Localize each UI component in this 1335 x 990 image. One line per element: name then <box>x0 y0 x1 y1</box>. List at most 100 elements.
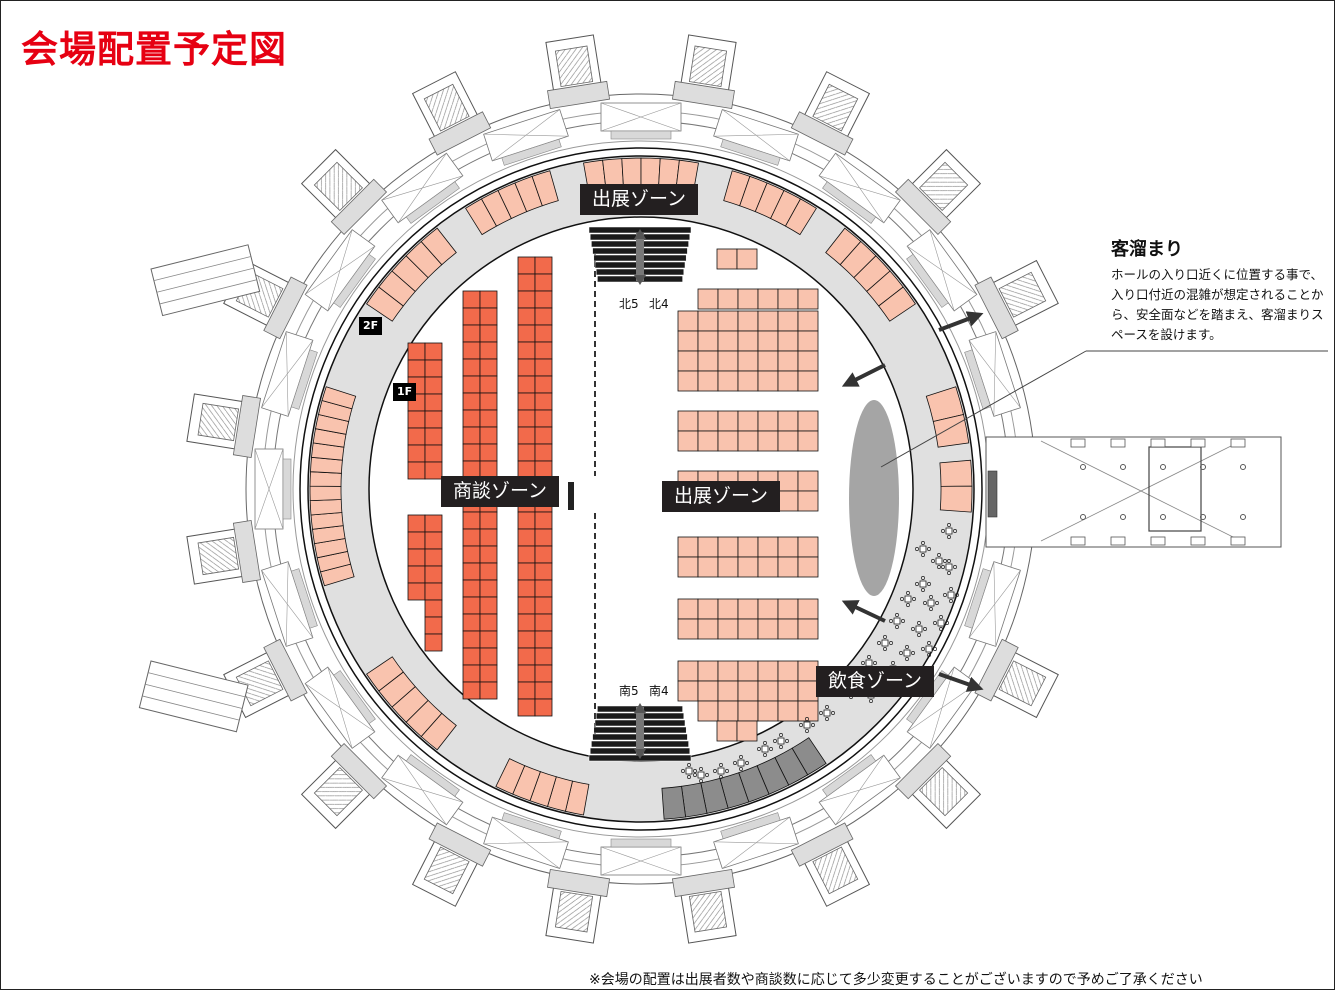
meeting-table <box>534 528 553 547</box>
exhibit-booth <box>737 618 759 640</box>
food-chair <box>757 747 761 751</box>
exhibit-booth <box>737 660 759 682</box>
food-chair <box>877 641 881 645</box>
exhibit-booth <box>777 680 799 702</box>
corridor-room-cross <box>906 667 978 749</box>
corridor-room-cross <box>906 229 978 311</box>
annex-window <box>1230 438 1246 448</box>
exhibit-booth <box>797 556 819 578</box>
meeting-table <box>407 514 426 533</box>
corridor-room <box>713 109 799 166</box>
zone-label-food: 飲食ゾーン <box>816 666 935 697</box>
east-annex-cross <box>1040 440 1242 542</box>
meeting-table <box>424 565 443 584</box>
food-table <box>947 591 955 599</box>
meeting-table <box>462 630 481 649</box>
exhibit-booth <box>716 248 738 270</box>
meeting-table <box>517 443 536 462</box>
corridor-room-slab <box>501 812 562 840</box>
meeting-table <box>462 392 481 411</box>
corridor-room <box>381 152 464 224</box>
exhibit-booth <box>737 288 759 310</box>
food-chair <box>681 769 685 773</box>
corridor-room <box>964 561 1021 647</box>
meeting-table <box>534 443 553 462</box>
exhibit-booth <box>757 618 779 640</box>
meeting-table <box>424 548 443 567</box>
stair-landing <box>790 822 854 867</box>
food-table-icon <box>819 705 835 721</box>
exhibit-booth <box>716 720 738 742</box>
food-chair <box>733 761 737 765</box>
exhibit-booth <box>737 330 759 352</box>
exhibit-booth <box>777 350 799 372</box>
corridor-room <box>818 152 901 224</box>
exhibit-booth <box>797 536 819 558</box>
food-chair <box>915 582 919 586</box>
meeting-table <box>407 427 426 446</box>
annex-window <box>1070 536 1086 546</box>
gate-label-south-4: 南4 <box>649 684 669 698</box>
stair-flight <box>688 45 728 88</box>
exhibit-booth <box>366 656 404 692</box>
stair-landing <box>974 276 1019 340</box>
exhibit-booth <box>737 430 759 452</box>
stair-landing <box>790 111 854 156</box>
food-chair <box>947 523 951 527</box>
exhibit-booth <box>797 410 819 432</box>
stair-landing <box>974 638 1019 702</box>
stair-flight <box>688 890 728 933</box>
stair-flight <box>812 83 859 132</box>
corridor-room-slab <box>610 838 672 848</box>
exhibit-booth <box>757 700 779 722</box>
annex-column <box>1160 514 1166 520</box>
annex-column <box>1080 464 1086 470</box>
food-chair <box>819 711 823 715</box>
corridor-room-slab <box>906 253 949 308</box>
exhibit-booth <box>495 758 526 795</box>
corridor-room-cross <box>968 331 1021 417</box>
corridor-room <box>304 666 376 749</box>
exhibit-booth <box>797 350 819 372</box>
meeting-table <box>517 664 536 683</box>
food-chair <box>947 559 951 563</box>
exhibit-booth <box>697 700 719 722</box>
meeting-table <box>479 545 498 564</box>
corridor-room-cross <box>713 816 799 869</box>
food-chair <box>889 619 893 623</box>
food-chair <box>831 711 835 715</box>
corridor-room-cross <box>600 846 682 876</box>
food-chair <box>906 603 910 607</box>
meeting-table <box>424 616 443 635</box>
food-chair <box>799 723 803 727</box>
corridor-room-slab <box>964 349 992 410</box>
corridor-room <box>600 838 682 876</box>
exhibit-booth <box>777 598 799 620</box>
exhibit-booth <box>697 410 719 432</box>
gate-label-north-4: 北4 <box>649 297 669 311</box>
food-chair <box>911 651 915 655</box>
meeting-table <box>424 376 443 395</box>
annex-window <box>1150 536 1166 546</box>
gate-label-south-5: 南5 <box>619 684 639 698</box>
corridor-room-cross <box>381 152 463 224</box>
meeting-table <box>479 290 498 309</box>
food-chair <box>900 597 904 601</box>
exhibit-booth <box>777 470 799 492</box>
meeting-table <box>517 613 536 632</box>
stair-tower <box>186 519 261 585</box>
exhibit-booth <box>677 350 699 372</box>
corridor-room-cross <box>304 229 376 311</box>
exhibit-booth <box>737 310 759 332</box>
meeting-table <box>517 562 536 581</box>
stair-landing <box>330 742 388 800</box>
exhibit-booth <box>797 470 819 492</box>
flow-arrow-icon <box>841 600 886 623</box>
exhibit-booth <box>677 370 699 392</box>
meeting-table <box>462 375 481 394</box>
food-table <box>881 639 889 647</box>
meeting-table <box>534 341 553 360</box>
exhibit-booth <box>677 330 699 352</box>
food-chair <box>917 633 921 637</box>
meeting-table <box>517 256 536 275</box>
